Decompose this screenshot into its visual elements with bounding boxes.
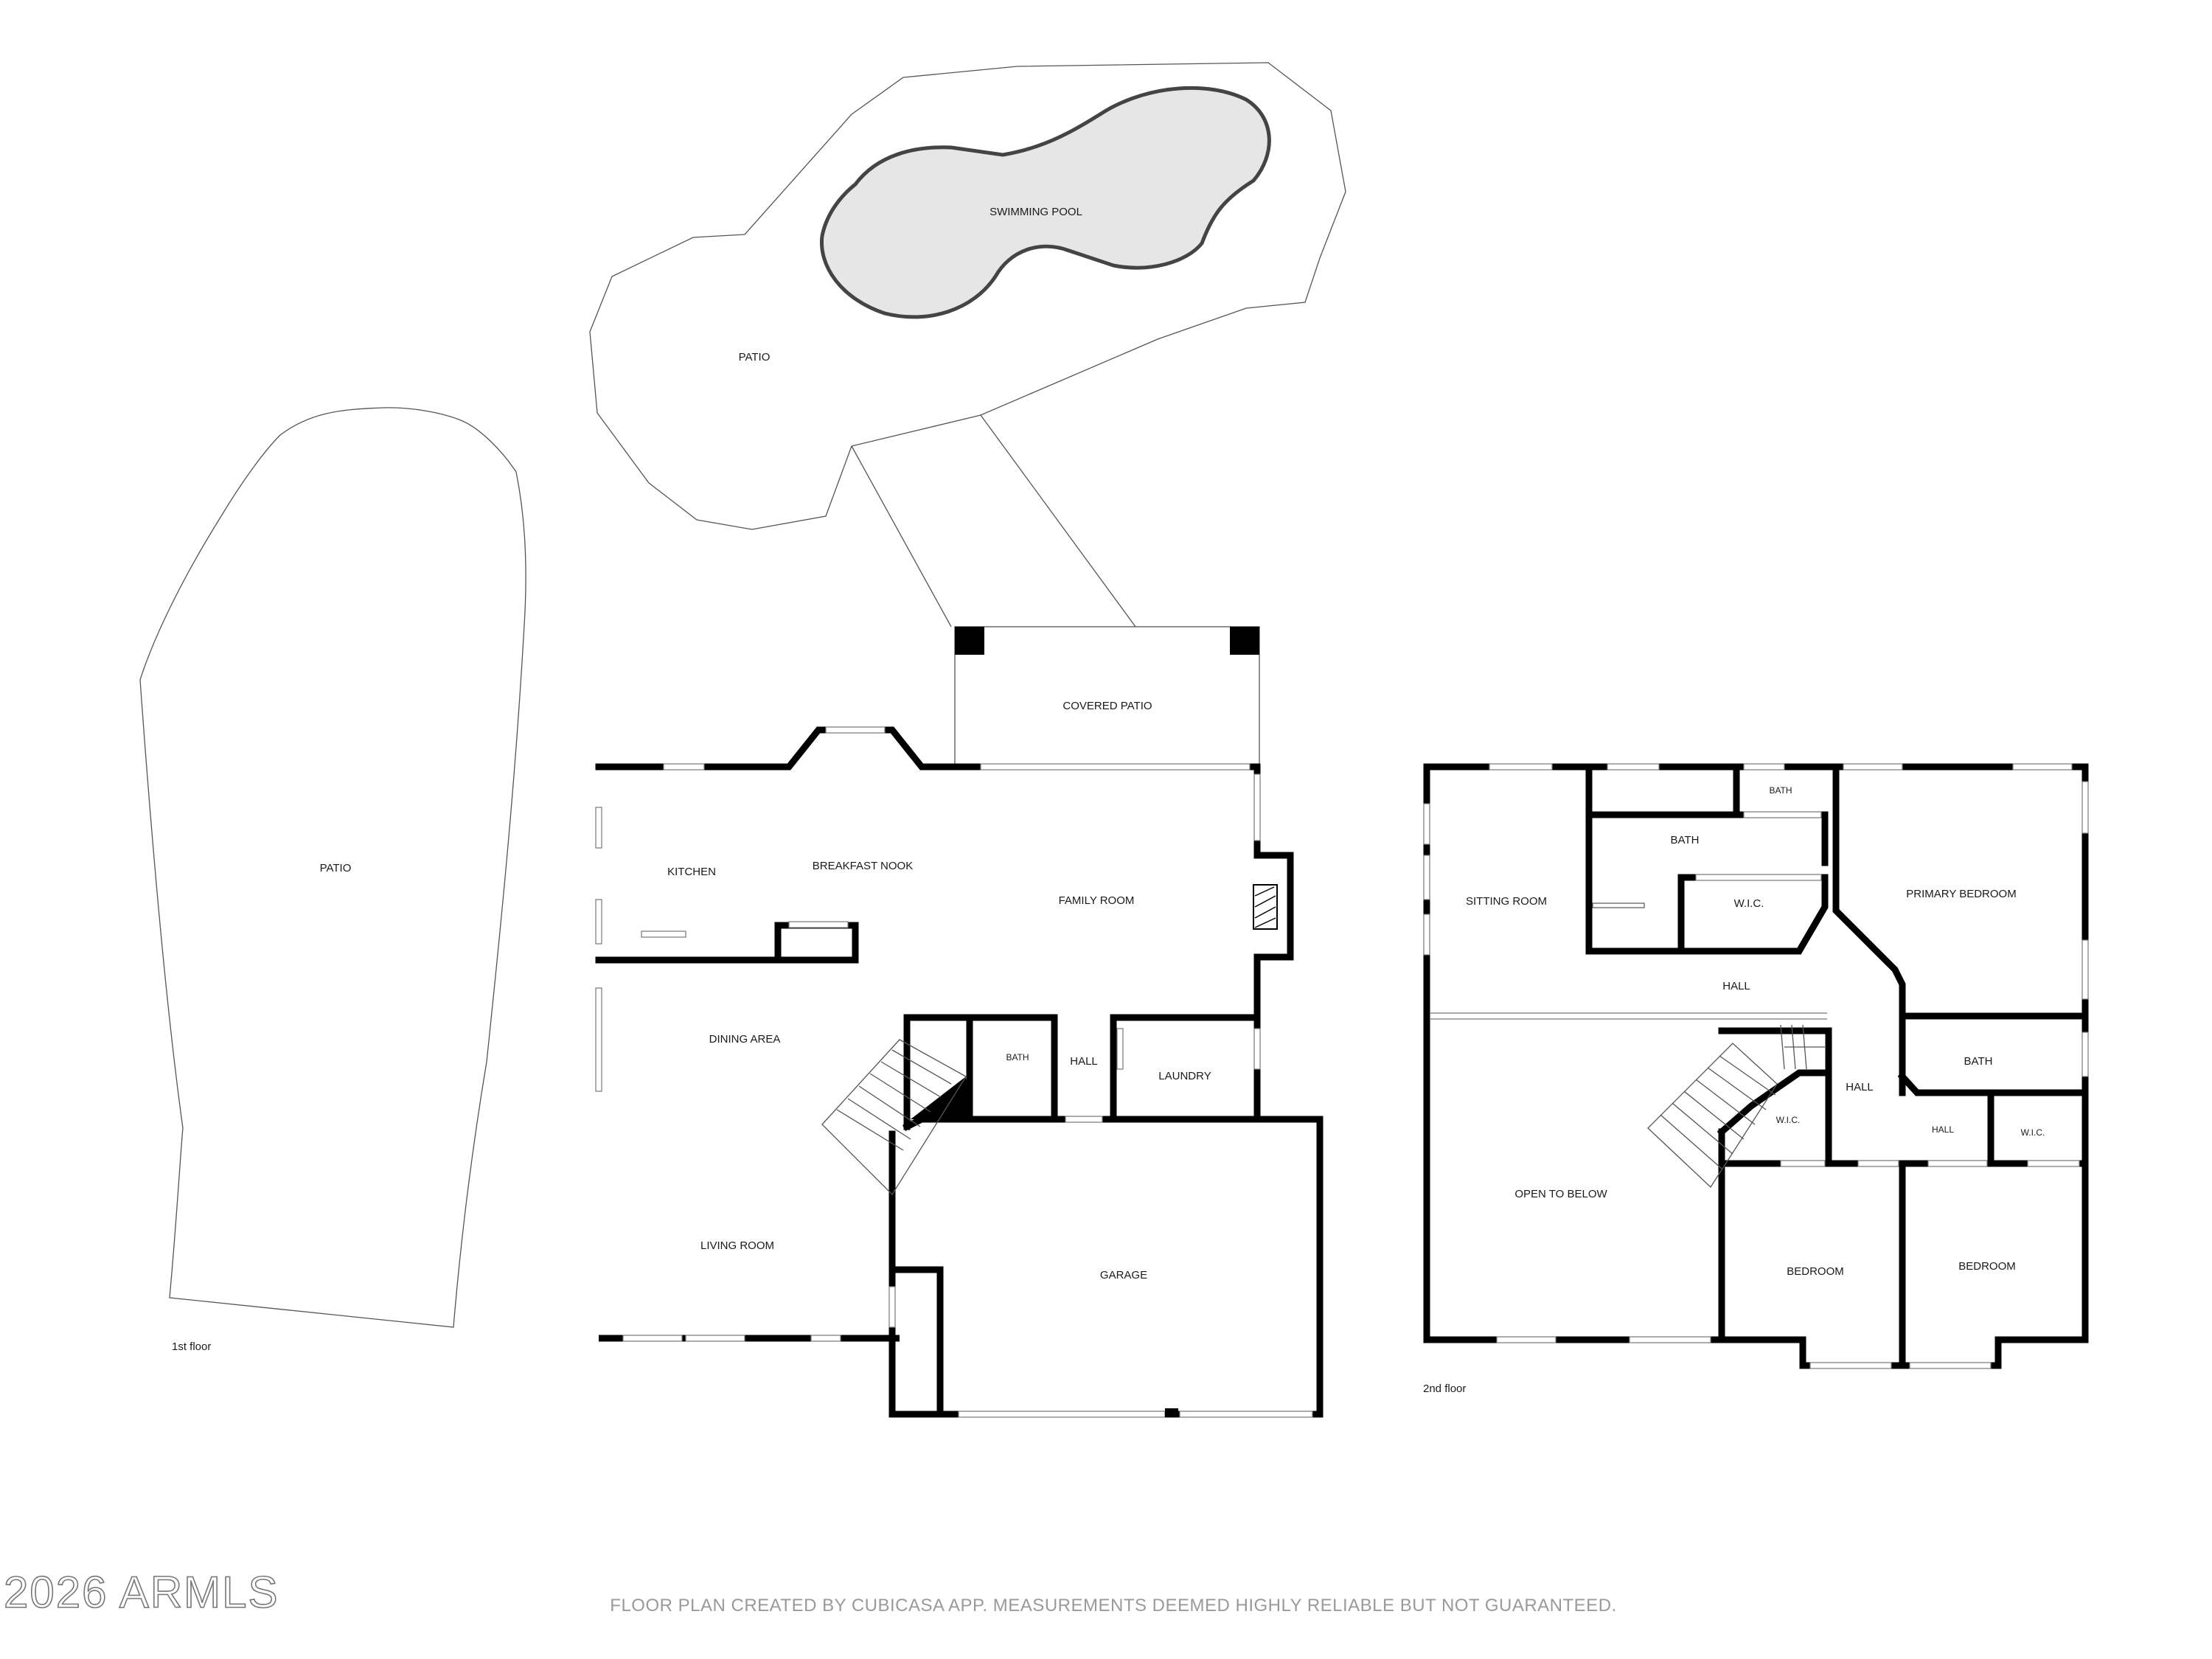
outdoor-areas [139,62,1346,1328]
label-hall-first: HALL [1070,1055,1098,1068]
label-hall-mid: HALL [1846,1081,1874,1093]
watermark: 2026 ARMLS [4,1568,279,1617]
second-floor-windows [1423,763,2089,1369]
label-hall-top: HALL [1722,980,1750,992]
label-laundry: LAUNDRY [1158,1070,1211,1082]
label-first-floor: 1st floor [172,1340,211,1353]
label-wic-left: W.I.C. [1776,1115,1801,1125]
label-bath-small: BATH [1769,785,1792,796]
covered-patio-outline [954,626,1260,766]
label-patio-left: PATIO [320,862,352,874]
label-primary-bedroom: PRIMARY BEDROOM [1906,888,2016,900]
first-floor-stair-fill [911,1077,970,1119]
label-wic-top: W.I.C. [1734,897,1764,910]
label-living-room: LIVING ROOM [700,1239,774,1252]
label-open-to-below: OPEN TO BELOW [1514,1188,1607,1200]
bath-counter [1592,902,1645,908]
covered-patio-post-left [955,627,984,655]
label-garage: GARAGE [1100,1269,1147,1281]
label-bath-right: BATH [1964,1055,1993,1068]
label-family-room: FAMILY ROOM [1059,894,1135,907]
garage-door-post [1165,1408,1178,1417]
label-dining-area: DINING AREA [709,1033,781,1046]
label-hall-small: HALL [1932,1124,1954,1135]
first-floor-exterior-wall [595,726,1324,1418]
label-bedroom-right: BEDROOM [1958,1260,2016,1273]
second-floor [1423,763,2089,1369]
label-swimming-pool: SWIMMING POOL [990,206,1082,218]
label-second-floor: 2nd floor [1423,1382,1466,1395]
label-patio-top: PATIO [739,351,771,364]
first-floor-staircase [821,1039,967,1196]
label-bath-first: BATH [1006,1052,1029,1062]
label-bath-main: BATH [1671,834,1700,846]
swimming-pool [819,86,1271,319]
fireplace [1253,884,1278,930]
label-bedroom-left: BEDROOM [1787,1265,1844,1278]
label-kitchen: KITCHEN [667,866,716,878]
walkway-right-edge [980,414,1136,627]
disclaimer: FLOOR PLAN CREATED BY CUBICASA APP. MEAS… [610,1596,1616,1615]
label-breakfast-nook: BREAKFAST NOOK [813,860,913,872]
first-floor-windows [595,726,1313,1418]
label-wic-right: W.I.C. [2021,1127,2045,1138]
label-covered-patio: COVERED PATIO [1062,700,1152,712]
first-floor [595,626,1324,1418]
covered-patio-post-right [1230,627,1259,655]
walkway-left-edge [851,445,952,627]
patio-left-outline [139,407,526,1328]
fireplace-hatch [1254,886,1276,928]
label-sitting-room: SITTING ROOM [1466,895,1547,908]
second-floor-staircase [1647,1024,1825,1189]
patio-top-outline [589,62,1346,530]
